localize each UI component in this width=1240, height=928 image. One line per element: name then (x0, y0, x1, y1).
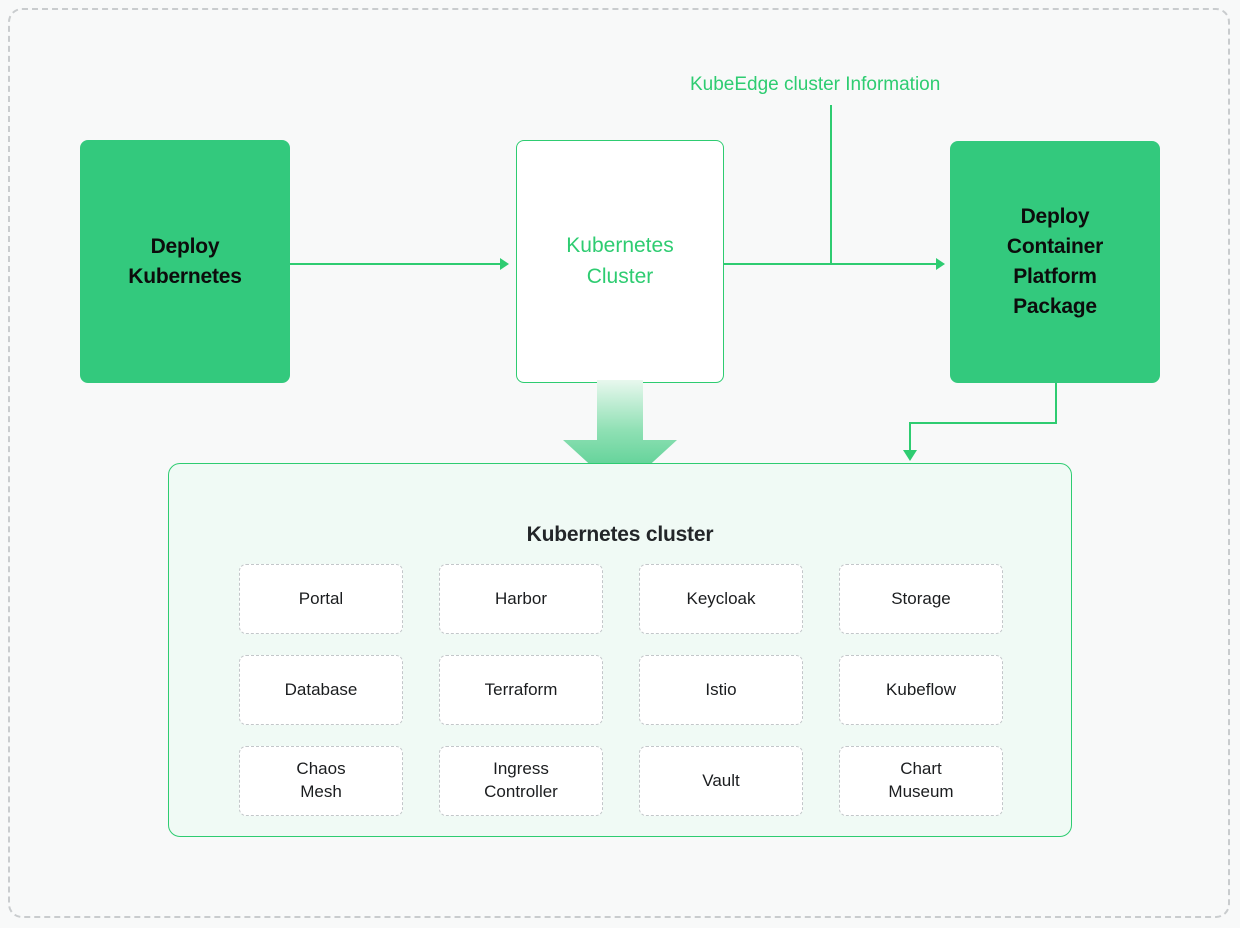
component-tile-label: Chaos Mesh (296, 759, 346, 801)
component-tile-label: Harbor (495, 588, 547, 608)
component-tile[interactable]: Portal (239, 564, 403, 634)
component-tile-label: Kubeflow (886, 679, 956, 699)
component-tile-label: Storage (891, 588, 951, 608)
connector-label-kubeedge-information: KubeEdge cluster Information (690, 74, 941, 95)
node-kubernetes-cluster-label: Kubernetes Cluster (566, 234, 674, 288)
component-tile[interactable]: Database (239, 655, 403, 725)
component-tile-label: Keycloak (686, 588, 756, 608)
panel-title: Kubernetes cluster (526, 523, 714, 546)
arrow-down-icon (903, 450, 917, 461)
component-tile[interactable]: Chaos Mesh (239, 746, 403, 816)
component-tile-label: Chart Museum (888, 759, 954, 801)
connector-deploy-to-cluster (290, 263, 500, 265)
component-tile[interactable]: Harbor (439, 564, 603, 634)
component-tile[interactable]: Storage (839, 564, 1003, 634)
node-deploy-kubernetes-label: Deploy Kubernetes (128, 234, 242, 288)
node-deploy-kubernetes[interactable]: Deploy Kubernetes (80, 140, 290, 383)
component-tile-label: Terraform (484, 679, 558, 699)
component-tile[interactable]: Chart Museum (839, 746, 1003, 816)
component-tile-label: Portal (298, 588, 344, 608)
node-deploy-container-platform-package[interactable]: Deploy Container Platform Package (950, 141, 1160, 383)
component-tile-grid: Portal Harbor Keycloak Storage Database … (239, 564, 1003, 816)
component-tile[interactable]: Keycloak (639, 564, 803, 634)
connector-package-to-panel-segment-2 (909, 422, 1057, 424)
component-tile[interactable]: Istio (639, 655, 803, 725)
component-tile[interactable]: Kubeflow (839, 655, 1003, 725)
component-tile[interactable]: Terraform (439, 655, 603, 725)
connector-kubeedge-information (830, 105, 832, 265)
component-tile[interactable]: Vault (639, 746, 803, 816)
connector-package-to-panel-segment-1 (1055, 383, 1057, 424)
connector-package-to-panel-segment-3 (909, 422, 911, 452)
node-kubernetes-cluster[interactable]: Kubernetes Cluster (516, 140, 724, 383)
component-tile-label: Database (284, 679, 358, 699)
component-tile[interactable]: Ingress Controller (439, 746, 603, 816)
arrow-right-icon (936, 258, 945, 270)
kubernetes-cluster-panel: Kubernetes cluster Portal Harbor Keycloa… (168, 463, 1072, 837)
node-deploy-container-platform-package-label: Deploy Container Platform Package (1006, 205, 1104, 318)
component-tile-label: Vault (702, 770, 740, 790)
component-tile-label: Ingress Controller (484, 759, 558, 801)
component-tile-label: Istio (705, 679, 737, 699)
arrow-right-icon (500, 258, 509, 270)
